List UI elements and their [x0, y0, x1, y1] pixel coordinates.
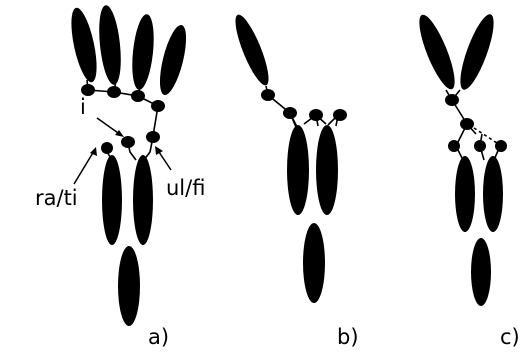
distal-carpal-b1 [261, 89, 275, 101]
panel-c: c) [413, 11, 520, 349]
radiale-a [101, 142, 113, 154]
humerus-a [118, 246, 140, 326]
proximal-carpal-c1 [448, 140, 460, 152]
label-ul-fi: ul/fi [166, 176, 205, 200]
distal-carpal-b3 [309, 109, 323, 121]
distal-carpal-c2 [460, 118, 474, 130]
intermedium-a [121, 136, 135, 148]
panel-label-c: c) [500, 325, 520, 349]
digit-a2 [96, 4, 124, 86]
ulna-a [133, 155, 153, 245]
distal-carpal-b2 [283, 107, 297, 119]
distal-carpal-c1 [445, 94, 459, 106]
radius-b [287, 125, 309, 215]
distal-carpal-a4 [151, 100, 165, 112]
proximal-carpal-c3 [495, 140, 507, 152]
panel-a: i ra/ti ul/fi a) [35, 4, 205, 349]
proximal-carpal-c2 [474, 140, 486, 152]
ulna-b [316, 125, 338, 215]
label-ra-ti: ra/ti [35, 186, 78, 210]
digit-c2 [454, 11, 500, 93]
arrowhead-ul-fi [155, 146, 163, 155]
digit-c1 [413, 11, 462, 93]
panel-b: b) [229, 11, 358, 349]
digit-b1 [229, 11, 274, 88]
digit-a3 [129, 13, 157, 91]
arrow-ra-ti [74, 151, 94, 184]
panel-label-b: b) [337, 325, 359, 349]
label-i: i [80, 95, 86, 119]
ulna-c [483, 156, 503, 232]
distal-carpal-b4 [333, 109, 347, 121]
humerus-b [303, 223, 325, 303]
panel-label-a: a) [148, 325, 169, 349]
radius-a [102, 155, 122, 245]
ligaments-b [266, 86, 338, 127]
distal-carpal-a2 [107, 86, 121, 98]
digit-a4 [155, 23, 192, 98]
digit-a1 [66, 6, 101, 84]
ligaments-a-distal [87, 80, 158, 136]
humerus-c [471, 238, 491, 306]
distal-carpal-a3 [131, 90, 145, 102]
radius-c [455, 156, 475, 232]
ulnare-a [146, 131, 160, 143]
